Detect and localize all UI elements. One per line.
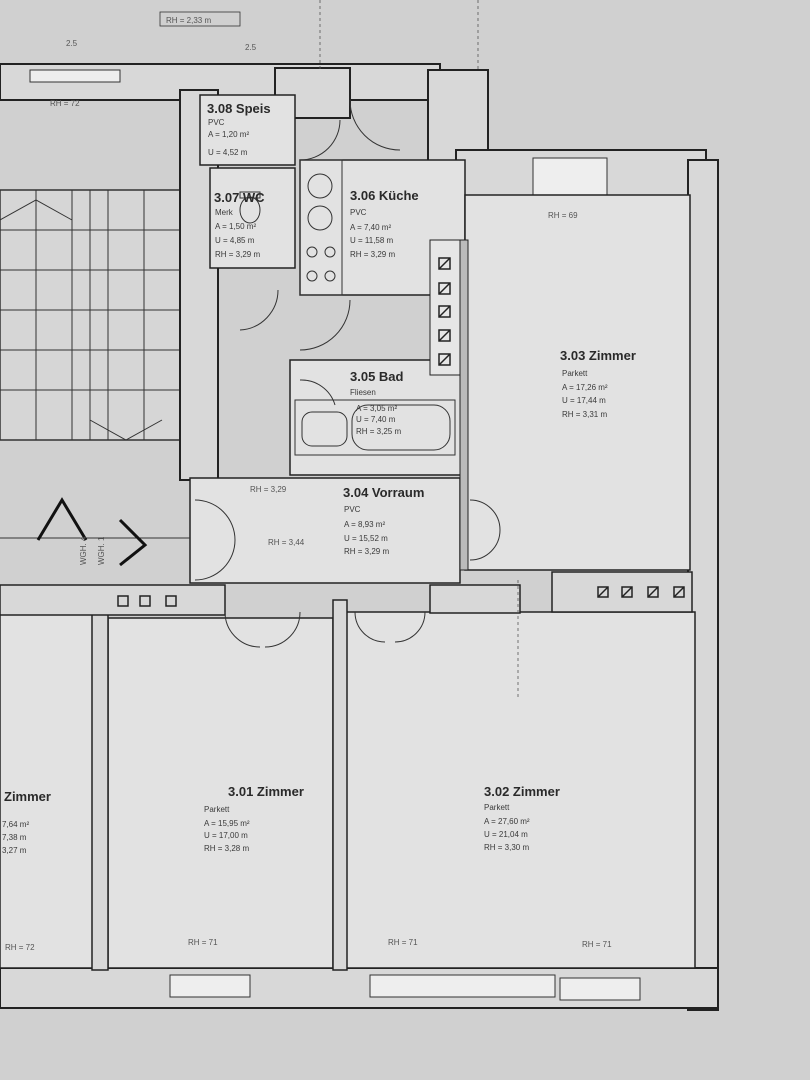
room-3-01-floor: Parkett: [204, 805, 230, 814]
window-bottom-3: [559, 977, 641, 1001]
room-3-04-floor: PVC: [344, 505, 361, 514]
room-3-03-area: A = 17,26 m²: [562, 383, 608, 392]
room-3-04: [189, 477, 461, 584]
room-3-08-perimeter: U = 4,52 m: [208, 148, 248, 157]
top-rh-box: [159, 11, 241, 27]
rh69-label: RH = 69: [548, 211, 578, 220]
room-left-height: 3,27 m: [2, 846, 27, 855]
room-3-07-area: A = 1,50 m²: [215, 222, 256, 231]
stair-steps: [0, 190, 180, 441]
room-3-07-height: RH = 3,29 m: [215, 250, 260, 259]
room-3-07: [209, 167, 296, 269]
wgh4-label: WGH. 4: [79, 536, 88, 565]
hall-rh-label: RH = 3,29: [250, 485, 287, 494]
window-bottom-2: [369, 974, 556, 998]
room-left: [0, 611, 96, 969]
top-ref2-label: 2.5: [245, 43, 257, 52]
window-top-1: [29, 69, 121, 83]
room-3-03-name: 3.03 Zimmer: [560, 348, 636, 363]
wall-partition-a: [91, 589, 109, 971]
toilet-icon: [239, 191, 261, 224]
window-bottom-1: [169, 974, 251, 998]
room-left-name: Zimmer: [4, 789, 51, 804]
hall-rh2-label: RH = 3,44: [268, 538, 305, 547]
room-3-06-perimeter: U = 11,58 m: [350, 236, 394, 245]
rh71a-label: RH = 71: [188, 938, 218, 947]
room-3-05-height: RH = 3,25 m: [356, 427, 401, 436]
room-3-02-perimeter: U = 21,04 m: [484, 830, 528, 839]
room-3-06-area: A = 7,40 m²: [350, 223, 391, 232]
room-3-04-area: A = 8,93 m²: [344, 520, 385, 529]
room-3-03: [464, 194, 691, 571]
room-3-04-height: RH = 3,29 m: [344, 547, 389, 556]
wall-corridor-left: [0, 584, 226, 616]
room-3-04-name: 3.04 Vorraum: [343, 485, 424, 500]
room-3-05: [289, 359, 466, 476]
room-3-08-floor: PVC: [208, 118, 225, 127]
rh71b-label: RH = 71: [388, 938, 418, 947]
room-left-perimeter: 7,38 m: [2, 833, 27, 842]
room-3-08-area: A = 1,20 m²: [208, 130, 249, 139]
room-3-02-name: 3.02 Zimmer: [484, 784, 560, 799]
room-3-08-name: 3.08 Speis: [207, 101, 271, 116]
room-3-04-perimeter: U = 15,52 m: [344, 534, 388, 543]
room-3-01-name: 3.01 Zimmer: [228, 784, 304, 799]
room-3-02: [344, 611, 696, 969]
room-3-03-height: RH = 3,31 m: [562, 410, 607, 419]
room-3-02-height: RH = 3,30 m: [484, 843, 529, 852]
top-ref-label: 2.5: [66, 39, 78, 48]
room-left-area: 7,64 m²: [2, 820, 29, 829]
wgh1-label: WGH. 1: [97, 536, 106, 565]
bathtub-icon: [294, 399, 456, 456]
top-rh-label: RH = 2,33 m: [166, 16, 211, 25]
room-3-05-name: 3.05 Bad: [350, 369, 404, 384]
room-3-05-perimeter: U = 7,40 m: [356, 415, 396, 424]
room-3-07-name: 3.07 WC: [214, 190, 265, 205]
shaft-markers: [117, 257, 685, 607]
room-3-01-area: A = 15,95 m²: [204, 819, 250, 828]
stove-icon: [299, 159, 343, 296]
room-3-01: [107, 617, 334, 969]
window-top-right: [532, 157, 608, 199]
room-3-02-area: A = 27,60 m²: [484, 817, 530, 826]
rh72top-label: RH = 72: [50, 99, 80, 108]
room-3-01-perimeter: U = 17,00 m: [204, 831, 248, 840]
door-swings: [194, 99, 501, 648]
room-3-02-floor: Parkett: [484, 803, 510, 812]
room-3-07-floor: Merk: [215, 208, 234, 217]
room-3-08: [199, 94, 296, 166]
room-3-05-area: A = 3,05 m²: [356, 404, 397, 413]
rh72-label: RH = 72: [5, 943, 35, 952]
wall-partition-b: [332, 599, 348, 971]
room-3-01-height: RH = 3,28 m: [204, 844, 249, 853]
room-3-05-floor: Fliesen: [350, 388, 376, 397]
entrance-arrows-icon: [36, 497, 148, 567]
wall-corridor-mid: [429, 584, 521, 614]
room-3-03-perimeter: U = 17,44 m: [562, 396, 606, 405]
room-3-07-perimeter: U = 4,85 m: [215, 236, 255, 245]
room-3-06-height: RH = 3,29 m: [350, 250, 395, 259]
room-3-03-floor: Parkett: [562, 369, 588, 378]
room-3-06-name: 3.06 Küche: [350, 188, 419, 203]
wall-kitchen-room3: [459, 239, 469, 571]
rh71c-label: RH = 71: [582, 940, 612, 949]
room-3-06-floor: PVC: [350, 208, 367, 217]
